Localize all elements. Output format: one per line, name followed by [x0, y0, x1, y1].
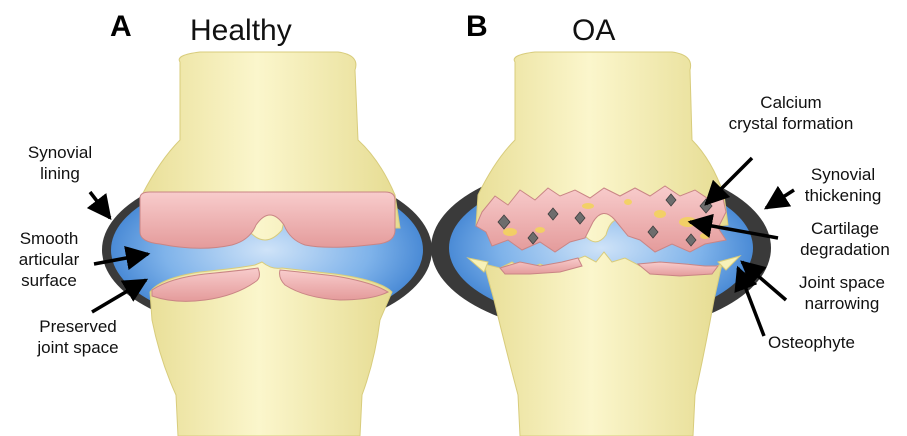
tibia-b — [484, 252, 722, 436]
label-calcium-crystal-formation: Calcium crystal formation — [716, 92, 866, 134]
panel-a-title: Healthy — [190, 14, 292, 48]
label-synovial-thickening: Synovial thickening — [796, 164, 890, 206]
panel-b-letter: B — [466, 10, 488, 44]
panel-a-letter: A — [110, 10, 132, 44]
label-smooth-articular-surface: Smooth articular surface — [6, 228, 92, 291]
arrow-synovial-lining — [90, 192, 110, 218]
label-joint-space-narrowing: Joint space narrowing — [790, 272, 894, 314]
panel-b-title: OA — [572, 14, 615, 48]
label-synovial-lining: Synovial lining — [18, 142, 102, 184]
healthy-joint — [102, 52, 432, 436]
label-cartilage-degradation: Cartilage degradation — [790, 218, 900, 260]
label-osteophyte: Osteophyte — [768, 332, 855, 353]
label-preserved-joint-space: Preserved joint space — [28, 316, 128, 358]
arrow-synovial-thickening — [766, 190, 794, 208]
